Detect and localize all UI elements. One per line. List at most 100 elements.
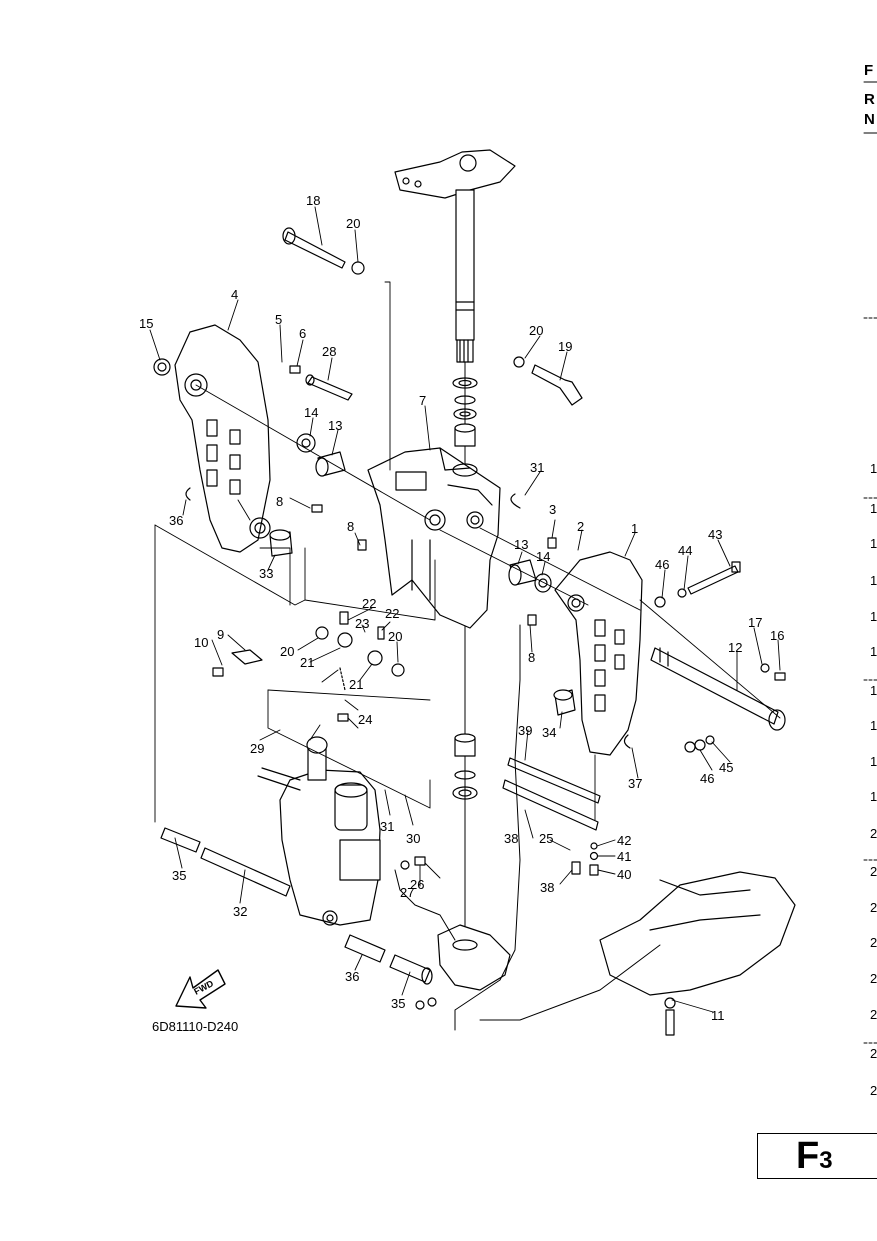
callout: 3	[549, 502, 556, 517]
callout: 17	[748, 615, 762, 630]
callout: 4	[231, 287, 238, 302]
edge-number: 1	[870, 536, 877, 551]
page-label: F3	[757, 1133, 877, 1179]
callout: 31	[530, 460, 544, 475]
callout: 2	[577, 519, 584, 534]
callout: 23	[355, 616, 369, 631]
callout: 39	[518, 723, 532, 738]
long-bolt-45	[687, 561, 741, 595]
callout: 31	[380, 819, 394, 834]
callout: 8	[347, 519, 354, 534]
callout: 43	[708, 527, 722, 542]
reference-code: 6D81110-D240	[152, 1019, 238, 1034]
callout: 37	[628, 776, 642, 791]
callout: 44	[678, 543, 692, 558]
bushings	[153, 261, 576, 716]
callout: 20	[280, 644, 294, 659]
edge-number: 2	[870, 935, 877, 950]
callout: 13	[514, 537, 528, 552]
callout: 16	[770, 628, 784, 643]
callout: 21	[349, 677, 363, 692]
callout: 8	[276, 494, 283, 509]
edge-number: 1	[870, 789, 877, 804]
shaft-washers	[452, 377, 478, 800]
callout: 32	[233, 904, 247, 919]
callout: 24	[358, 712, 372, 727]
alignment-frames	[154, 281, 781, 823]
callout: 14	[304, 405, 318, 420]
thrust-plates	[502, 757, 601, 831]
callout: 38	[504, 831, 518, 846]
edge-number: 1	[870, 461, 877, 476]
edge-number: 2	[870, 1007, 877, 1022]
callout: 41	[617, 849, 631, 864]
callout: 29	[250, 741, 264, 756]
edge-number: 2	[870, 971, 877, 986]
callout: 20	[529, 323, 543, 338]
fwd-arrow-icon	[175, 969, 226, 1009]
callout: 46	[655, 557, 669, 572]
engine-lower-cowl	[599, 871, 796, 996]
edge-number: 1	[870, 609, 877, 624]
callout: 45	[719, 760, 733, 775]
edge-number: 1	[870, 573, 877, 588]
edge-letter: N	[864, 111, 875, 128]
lower-mount-housing	[437, 924, 511, 991]
bolt-19	[531, 364, 583, 406]
callout: 15	[139, 316, 153, 331]
tubes-bottom	[160, 827, 433, 985]
callout: 40	[617, 867, 631, 882]
callout: 13	[328, 418, 342, 433]
callout: 9	[217, 627, 224, 642]
callout: 34	[542, 725, 556, 740]
callout: 6	[299, 326, 306, 341]
edge-number: 2	[870, 1083, 877, 1098]
callout: 11	[711, 1008, 725, 1023]
callout: 14	[536, 549, 550, 564]
edge-number: 2	[870, 826, 877, 841]
edge-number: 1	[870, 501, 877, 516]
power-trim-tilt-unit	[257, 736, 381, 926]
callout: 20	[388, 629, 402, 644]
callout: 19	[558, 339, 572, 354]
right-edge-table-lines	[863, 81, 877, 1044]
callout: 10	[194, 635, 208, 650]
tilt-pin-18	[282, 227, 346, 269]
edge-number: 2	[870, 864, 877, 879]
callout: 35	[172, 868, 186, 883]
callout: 21	[300, 655, 314, 670]
callout: 26	[410, 877, 424, 892]
callout: 27	[400, 885, 414, 900]
callout: 12	[728, 640, 742, 655]
small-fasteners	[185, 365, 786, 1036]
swivel-bracket	[367, 447, 501, 629]
callout: 33	[259, 566, 273, 581]
callout: 22	[362, 596, 376, 611]
edge-number: 2	[870, 900, 877, 915]
clamp-bracket-left	[174, 324, 271, 553]
callout: 7	[419, 393, 426, 408]
edge-letter: F	[864, 62, 873, 79]
callout: 20	[346, 216, 360, 231]
edge-number: 2	[870, 1046, 877, 1061]
leader-lines	[149, 206, 781, 1013]
callout: 28	[322, 344, 336, 359]
callout: 36	[345, 969, 359, 984]
steering-shaft	[394, 149, 516, 363]
edge-number: 1	[870, 754, 877, 769]
page-label-text: F3	[796, 1135, 833, 1177]
callout: 46	[700, 771, 714, 786]
callout: 22	[385, 606, 399, 621]
edge-letter: R	[864, 91, 875, 108]
clamp-bracket-right	[554, 551, 643, 756]
callout: 36	[169, 513, 183, 528]
callout: 35	[391, 996, 405, 1011]
callout: 5	[275, 312, 282, 327]
tilt-tube-12	[650, 647, 786, 731]
callout: 38	[540, 880, 554, 895]
callout: 25	[539, 831, 553, 846]
pin-30	[305, 374, 353, 401]
edge-number: 1	[870, 718, 877, 733]
edge-number: 1	[870, 644, 877, 659]
